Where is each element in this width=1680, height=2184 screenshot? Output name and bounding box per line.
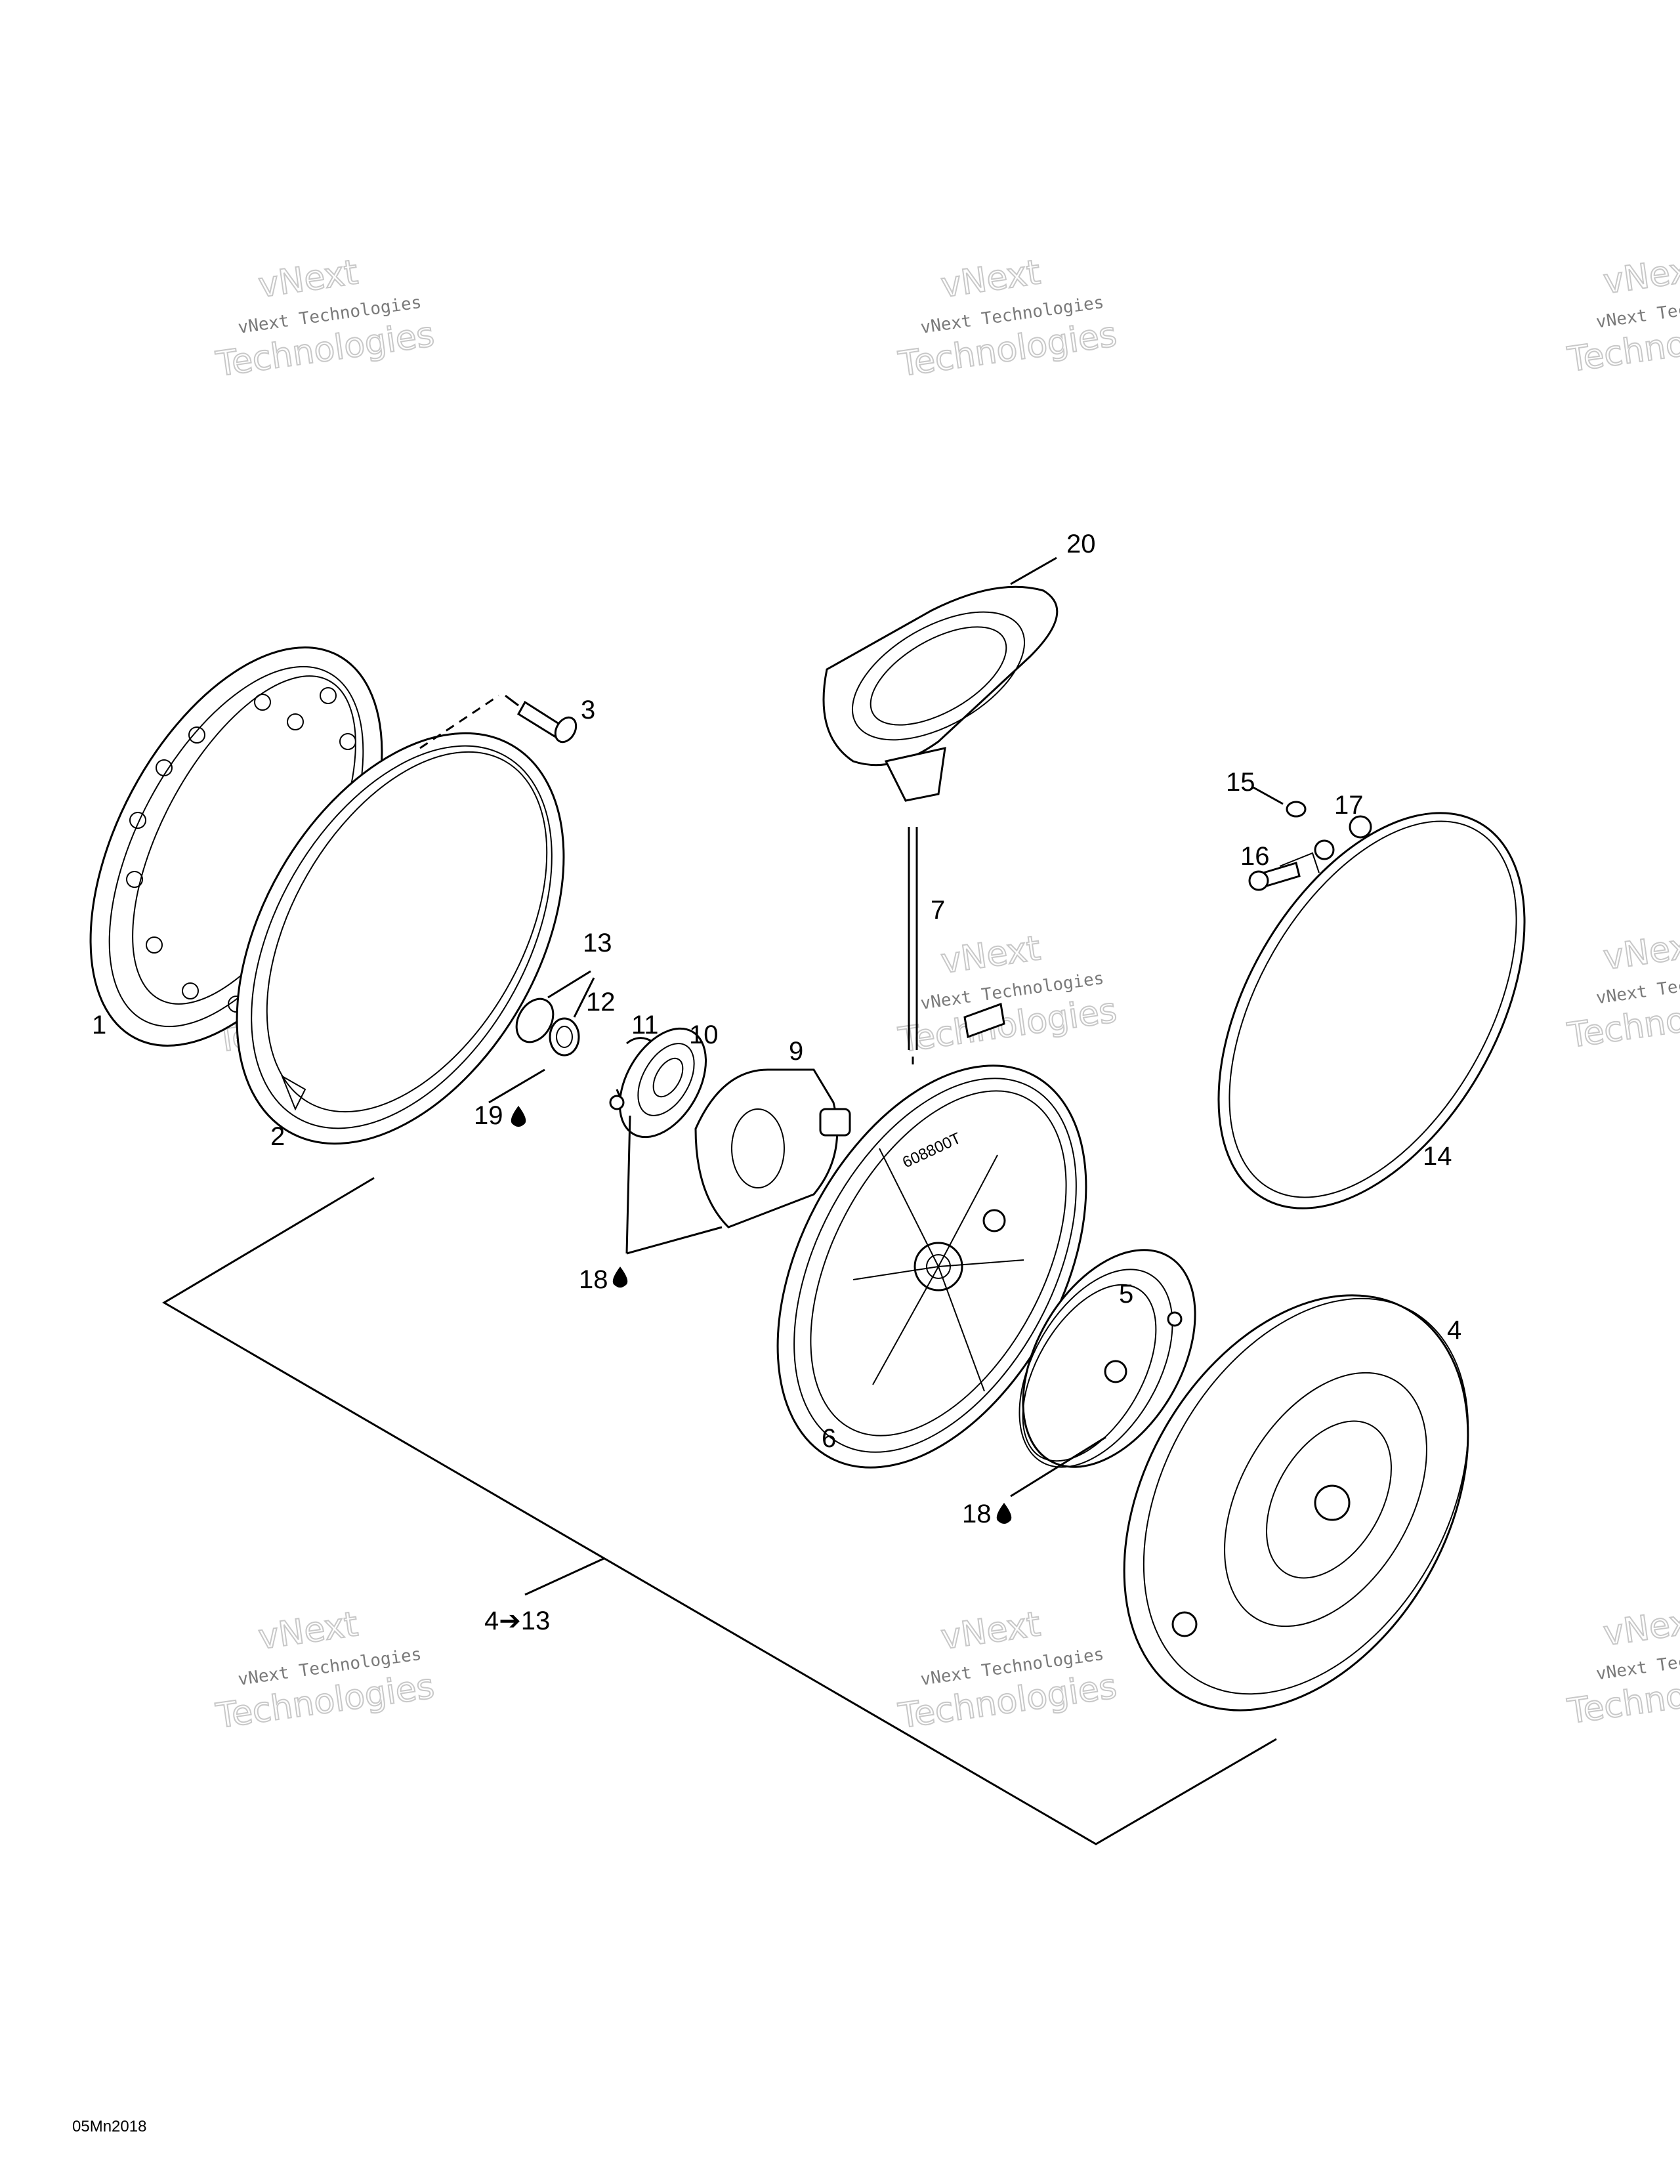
svg-text:vNext: vNext: [256, 253, 360, 306]
callout-18-b: 18: [962, 1500, 992, 1528]
callout-19: 19: [474, 1101, 503, 1130]
callout-12: 12: [586, 988, 616, 1017]
callout-1: 1: [92, 1011, 106, 1040]
part-8-rope-stopper: [963, 1002, 1005, 1039]
part-14-band-ring: [1217, 812, 1526, 1209]
callout-15: 15: [1226, 768, 1255, 797]
oil-drop-icon: [511, 1106, 526, 1127]
oil-drop-icon: [996, 1503, 1012, 1524]
callout-20: 20: [1066, 530, 1096, 558]
watermark-top-right: vNext vNext Technologies Technologies: [1564, 249, 1680, 381]
watermark-bottom-left: vNext vNext Technologies Technologies: [213, 1604, 437, 1737]
watermark-bottom-center: vNext vNext Technologies Technologies: [895, 1604, 1120, 1737]
callout-13: 13: [583, 929, 612, 957]
part-5-spring-cartridge: [1018, 1249, 1196, 1468]
part-12-spring-clip: [549, 977, 595, 1057]
watermark-mid-center: vNext vNext Technologies Technologies: [895, 928, 1120, 1061]
part-6-rope-pulley: 608800T: [776, 1064, 1087, 1469]
part-17-nut: [1314, 815, 1372, 860]
leader-lines: [488, 1068, 1106, 1498]
callout-7: 7: [931, 896, 945, 925]
svg-text:vNext: vNext: [938, 1605, 1043, 1658]
watermark-mid-right: vNext vNext Technologies Technologies: [1564, 925, 1680, 1057]
callout-2: 2: [270, 1122, 285, 1151]
part-16-bolt: [1248, 862, 1301, 891]
watermark-top-center: vNext vNext Technologies Technologies: [895, 252, 1120, 385]
callout-6: 6: [822, 1424, 836, 1453]
svg-text:vNext: vNext: [256, 1605, 360, 1658]
callout-18-a: 18: [579, 1265, 608, 1294]
callout-14: 14: [1423, 1142, 1452, 1171]
callout-5: 5: [1119, 1280, 1133, 1309]
callout-9: 9: [789, 1037, 803, 1066]
svg-text:vNext: vNext: [1601, 925, 1680, 978]
part-4-starter-cover: [1123, 1294, 1469, 1712]
callout-10: 10: [689, 1020, 719, 1049]
callout-17: 17: [1334, 791, 1364, 820]
svg-text:vNext: vNext: [1601, 249, 1680, 303]
svg-text:vNext: vNext: [938, 253, 1043, 306]
callout-group-4-13: 4➔13: [484, 1606, 550, 1635]
callout-4: 4: [1447, 1316, 1461, 1345]
part-9-drive-plate: [694, 1068, 851, 1228]
part-10-spring-assembly: [609, 1027, 707, 1139]
group-bracket: [162, 1177, 1277, 1845]
svg-text:vNext: vNext: [1601, 1601, 1680, 1654]
callout-16: 16: [1240, 842, 1270, 871]
part-13-o-ring: [515, 970, 591, 1043]
oil-drop-icon: [612, 1267, 628, 1288]
part-20-starter-handle: [822, 556, 1059, 802]
callout-11: 11: [631, 1011, 659, 1040]
part-15-washer: [1253, 786, 1307, 818]
svg-text:vNext: vNext: [938, 929, 1043, 982]
part-2-housing-ring: [236, 732, 565, 1145]
watermark-bottom-right: vNext vNext Technologies Technologies: [1564, 1601, 1680, 1732]
watermark-top-left: vNext vNext Technologies Technologies: [213, 252, 437, 385]
callout-3: 3: [581, 696, 595, 724]
footer-code: 05Mn2018: [72, 2118, 146, 2135]
part-3-screw: [419, 694, 578, 749]
part-7-rope: [908, 827, 918, 1064]
